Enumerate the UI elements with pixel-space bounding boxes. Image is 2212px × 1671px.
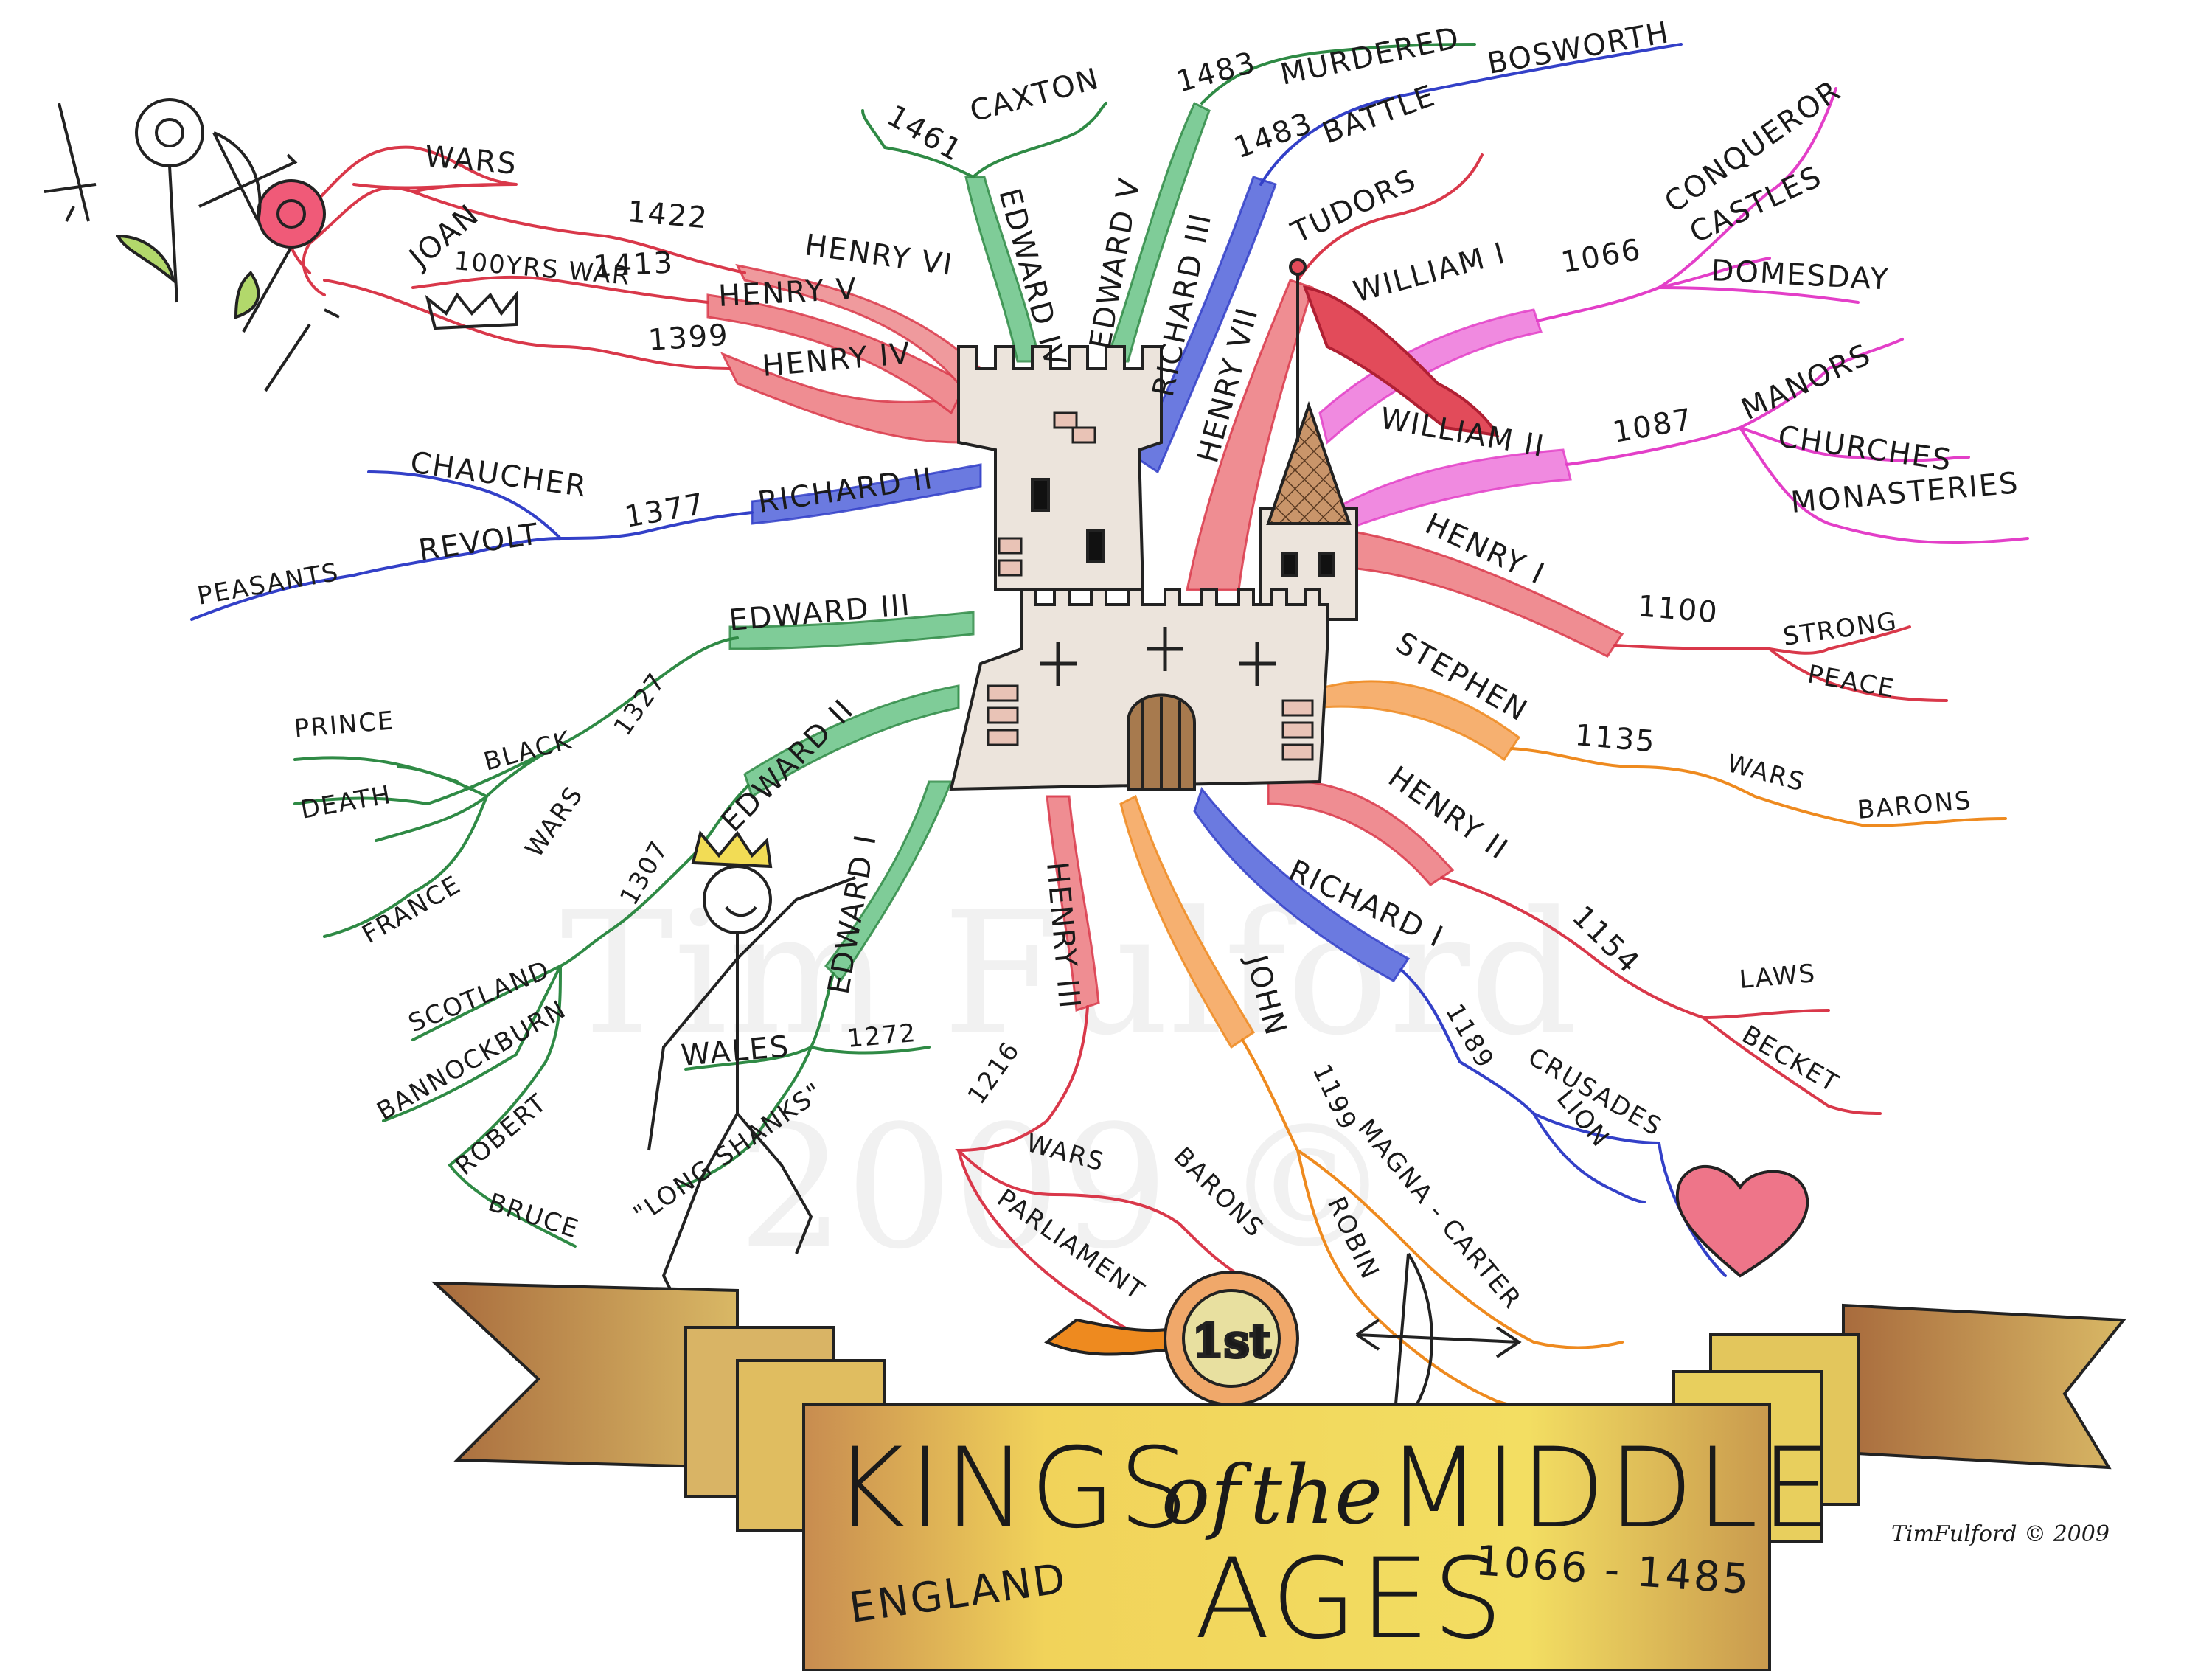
svg-text:1422: 1422 [626,195,709,235]
svg-text:BECKET: BECKET [1737,1020,1845,1099]
svg-text:ROBERT: ROBERT [450,1088,553,1181]
branch-lines [190,43,2029,1410]
svg-text:BATTLE: BATTLE [1318,79,1441,151]
ribbon-richard2 [751,463,982,525]
svg-text:AGES: AGES [1194,1535,1506,1664]
ribbon-edward5 [1104,101,1211,363]
svg-text:1100: 1100 [1636,589,1719,630]
banner-left-tail [431,1281,739,1470]
svg-text:1399: 1399 [647,318,730,358]
ribbon-richard1 [1193,786,1411,982]
castle [949,258,1500,791]
svg-text:WARS: WARS [1724,748,1809,798]
castle-crosses [1040,627,1276,686]
svg-text:HENRY V: HENRY V [717,272,858,313]
svg-text:HENRY IV: HENRY IV [761,336,913,383]
branch-ribbons [706,101,1624,1049]
svg-text:KINGS: KINGS [833,1425,1192,1553]
ribbon-edward1 [824,780,953,983]
svg-text:EDWARD II: EDWARD II [715,692,861,838]
banner-main [802,1403,1771,1671]
ribbon-henry3 [1046,795,1100,1012]
crown-icon [691,830,773,869]
rosette-label: 1st [1192,1314,1271,1368]
rosette-badge: 1st [1044,1271,1299,1406]
svg-text:of: of [1161,1448,1252,1542]
red-rose-icon [257,179,326,249]
bow-and-arrow-icon [1355,1252,1522,1432]
leaf-icon [234,270,260,319]
svg-text:1066: 1066 [1559,232,1644,279]
svg-text:1272: 1272 [846,1018,918,1054]
heart-icon [1675,1165,1809,1278]
castle-spire [1266,400,1352,525]
svg-text:MURDERED: MURDERED [1278,21,1464,91]
svg-text:FRANCE: FRANCE [358,869,467,950]
svg-text:TUDORS: TUDORS [1286,163,1422,251]
svg-text:1483: 1483 [1230,106,1318,166]
ribbon-edward2 [743,684,960,799]
ribbon-henry7 [1186,279,1314,591]
svg-text:WILLIAM I: WILLIAM I [1350,236,1510,309]
svg-text:BRUCE: BRUCE [484,1188,582,1245]
svg-text:WARS: WARS [520,781,590,864]
svg-text:DEATH: DEATH [299,780,394,825]
castle-window [1031,478,1050,512]
title-banner [431,1281,2126,1671]
ribbon-edward4 [964,176,1041,363]
svg-text:PEACE: PEACE [1805,659,1897,704]
svg-text:1377: 1377 [622,487,708,534]
svg-text:MIDDLE: MIDDLE [1386,1425,1834,1553]
crown-icon [425,291,518,330]
ribbon-henry1 [1348,529,1624,658]
svg-text:PEASANTS: PEASANTS [195,557,341,611]
castle-flag [1302,285,1500,437]
castle-keep [949,588,1329,791]
svg-text:MANORS: MANORS [1736,338,1877,427]
stick-figure-king [647,830,856,1306]
svg-text:REVOLT: REVOLT [417,517,541,567]
svg-text:PRINCE: PRINCE [293,706,396,744]
svg-text:1413: 1413 [592,246,675,284]
ribbon-stephen [1303,680,1521,762]
white-rose-icon [135,98,204,167]
svg-text:CAXTON: CAXTON [967,62,1104,129]
svg-text:1135: 1135 [1573,718,1657,759]
ribbon-edward3 [728,611,975,650]
svg-text:MONASTERIES: MONASTERIES [1790,466,2020,520]
castle-window [1086,529,1105,563]
banner-right-tail [1842,1303,2126,1470]
castle-left-tower [957,345,1163,591]
roses-and-weapons-doodle [44,98,340,392]
sword-icon [44,103,97,222]
svg-text:1327: 1327 [608,667,672,741]
ribbon-john [1119,794,1256,1049]
ribbon-henry5 [706,293,967,415]
svg-text:BLACK: BLACK [481,726,575,777]
leaf-icon [115,234,175,285]
ribbon-richard3 [1134,176,1277,474]
castle-bricks [987,411,1314,761]
svg-text:BOSWORTH: BOSWORTH [1485,15,1672,81]
bow-icon [198,131,298,222]
svg-text:LAWS: LAWS [1738,959,1817,995]
svg-text:WARS: WARS [423,139,518,181]
svg-text:the: the [1250,1448,1382,1542]
signature: TimFulford © 2009 [1891,1521,2110,1547]
svg-text:CHURCHES: CHURCHES [1776,420,1955,478]
